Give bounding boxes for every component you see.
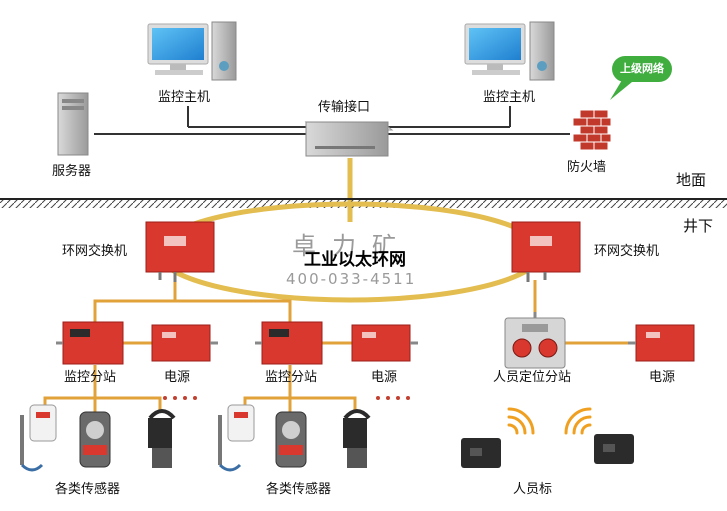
sensor-group-left [20,404,176,472]
personnel-tag-2 [594,434,634,464]
label-server: 服务器 [52,164,92,179]
watermark-phone: 400-033-4511 [286,270,417,288]
wifi-icon-2 [564,407,592,435]
label-power-2: 电源 [371,370,398,385]
label-monitor-substation-mid: 监控分站 [265,370,318,385]
wifi-icon-1 [507,407,535,435]
label-transmission-interface: 传输接口 [318,100,371,115]
bubble-tail [610,80,632,100]
upper-network-bubble: 上级网络 [612,56,672,82]
label-ethernet-ring: 工业以太环网 [304,250,406,270]
personnel-substation [504,312,566,369]
server-tower [57,92,89,156]
ring-switch-left [145,221,215,282]
label-ring-switch-right: 环网交换机 [594,244,660,259]
label-personnel-tag: 人员标 [513,482,553,497]
label-underground: 井下 [683,217,714,235]
monitor-substation-mid [255,321,323,365]
label-sensors-mid: 各类传感器 [266,482,332,497]
watermark-name: 卓力矿 [292,232,412,260]
power-supply-1 [151,324,218,362]
monitor-substation-left [56,321,124,365]
power-supply-3 [628,324,695,362]
label-sensors-left: 各类传感器 [55,482,121,497]
label-surface: 地面 [676,171,707,189]
sensor-group-mid [218,404,371,472]
label-power-1: 电源 [164,370,191,385]
label-monitor-substation-left: 监控分站 [64,370,117,385]
transmission-interface-box [304,121,394,157]
dot-separators [163,396,410,400]
label-firewall: 防火墙 [567,160,607,175]
label-ring-switch-left: 环网交换机 [62,244,128,259]
power-supply-2 [351,324,418,362]
personnel-tag-1 [461,438,501,468]
monitor-host-left [147,21,237,81]
label-personnel-substation: 人员定位分站 [493,370,572,385]
label-power-3: 电源 [649,370,676,385]
monitor-host-right [464,21,555,81]
ring-switch-right [511,221,581,282]
label-monitor-host-left: 监控主机 [158,90,211,105]
label-monitor-host-right: 监控主机 [483,90,536,105]
firewall-wall [572,109,612,151]
